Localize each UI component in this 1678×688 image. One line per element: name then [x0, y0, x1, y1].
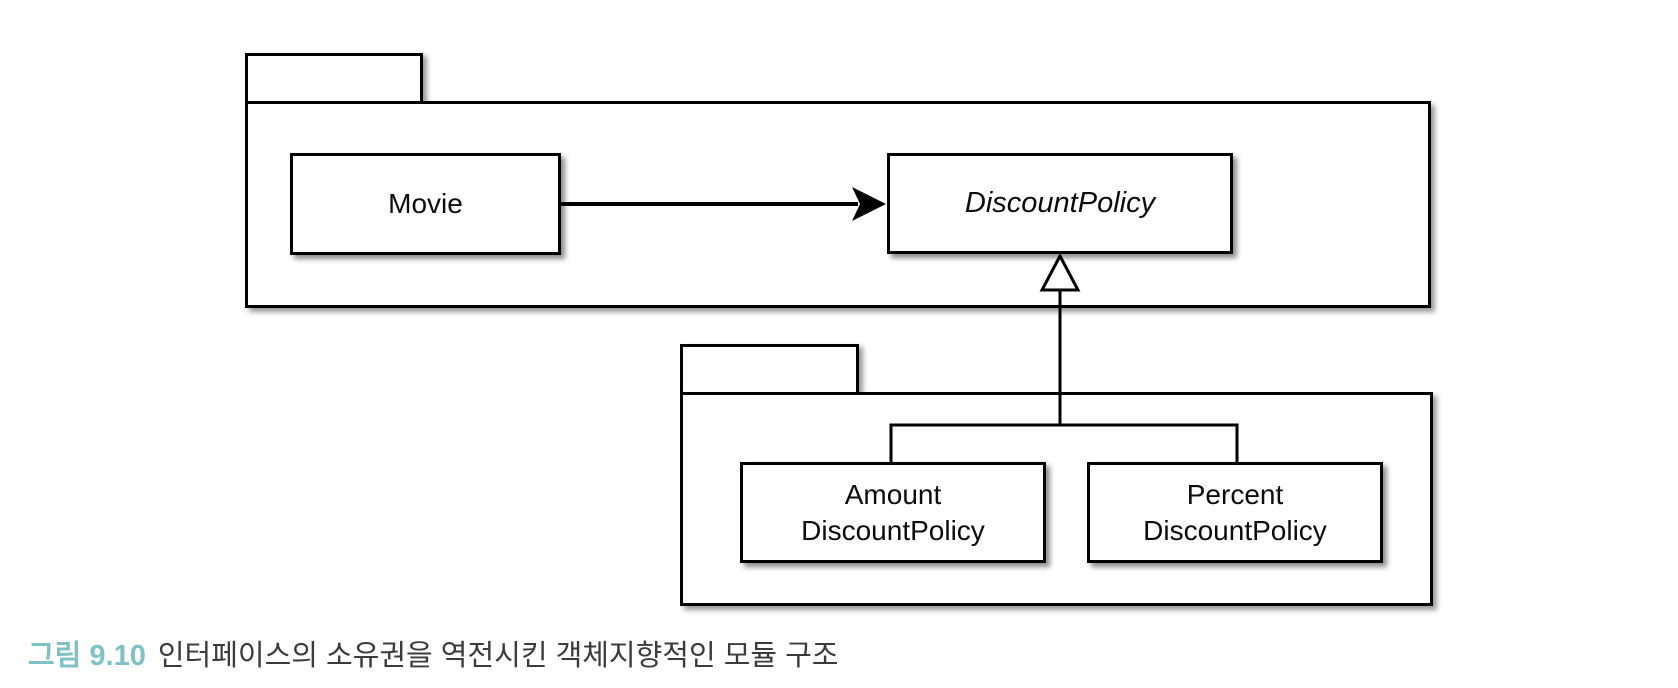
class-box-movie: Movie — [290, 153, 561, 255]
figure-caption-text: 인터페이스의 소유권을 역전시킨 객체지향적인 모듈 구조 — [157, 640, 839, 672]
class-label-percent-line1: Percent — [1186, 478, 1284, 510]
figure-number: 그림 9.10 — [28, 640, 146, 672]
bottom-package-tab — [680, 344, 859, 392]
class-label-amount-line1: Amount — [844, 478, 942, 510]
class-label-discount-policy: DiscountPolicy — [964, 186, 1156, 219]
class-label-movie: Movie — [388, 188, 463, 220]
class-box-discount-policy: DiscountPolicy — [887, 153, 1233, 254]
top-package-tab — [245, 53, 423, 101]
class-box-amount-discount-policy: Amount DiscountPolicy — [740, 462, 1046, 563]
class-label-amount-line2: DiscountPolicy — [801, 514, 985, 546]
class-label-percent-line2: DiscountPolicy — [1143, 514, 1327, 546]
figure-caption: 그림 9.10 인터페이스의 소유권을 역전시킨 객체지향적인 모듈 구조 — [28, 632, 838, 674]
class-box-percent-discount-policy: Percent DiscountPolicy — [1087, 462, 1383, 563]
